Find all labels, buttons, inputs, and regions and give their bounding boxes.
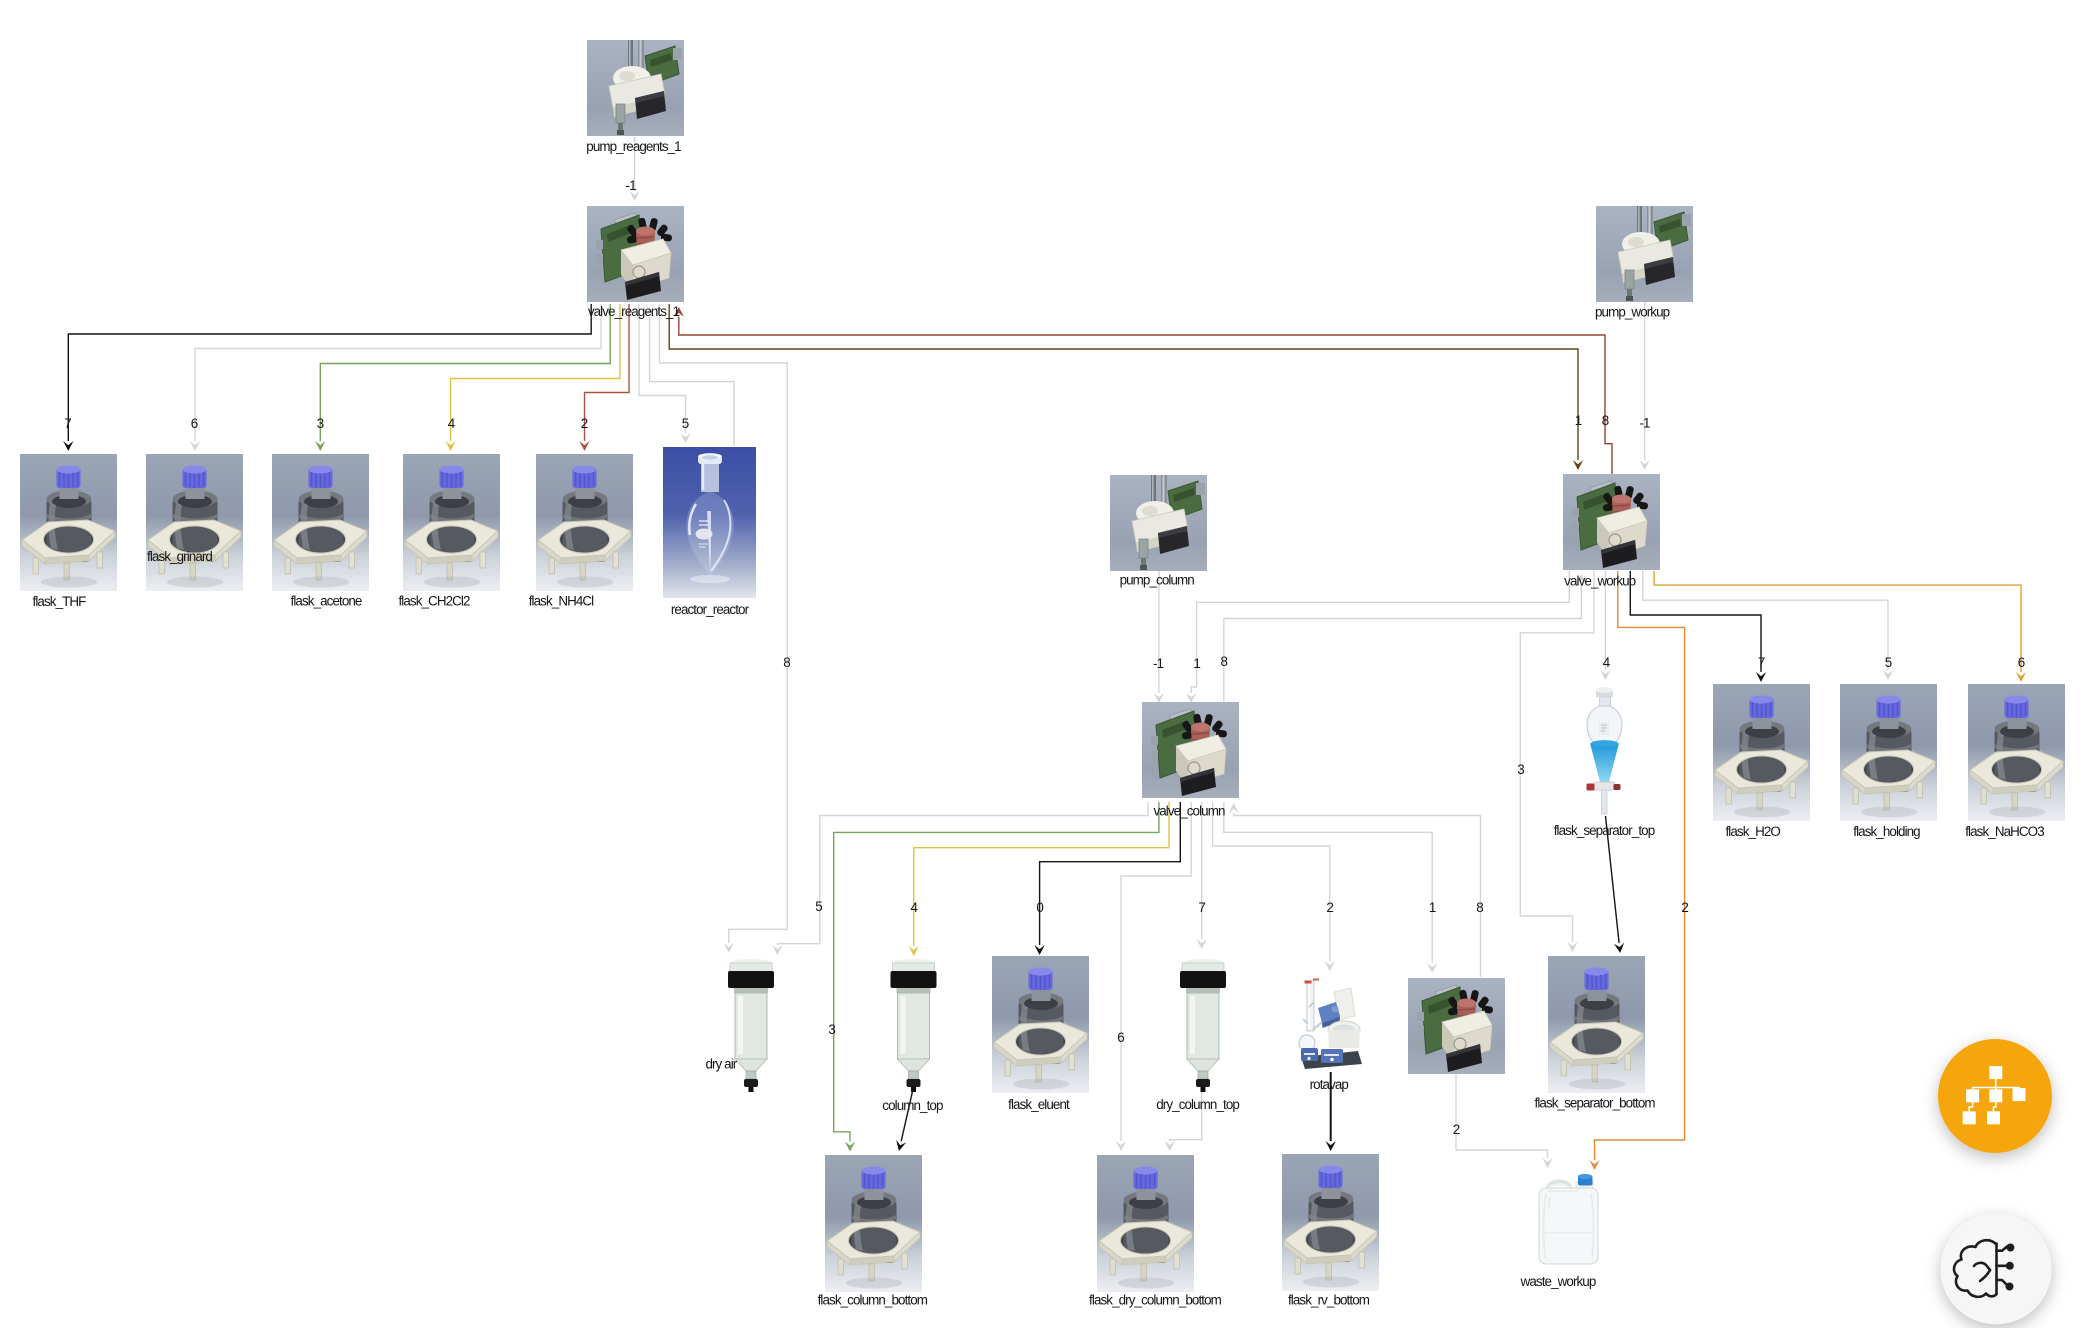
- svg-text:8: 8: [1476, 900, 1483, 915]
- svg-text:flask_acetone: flask_acetone: [291, 594, 362, 609]
- svg-text:8: 8: [1221, 654, 1228, 669]
- svg-text:0: 0: [1036, 900, 1043, 915]
- svg-text:2: 2: [1681, 900, 1688, 915]
- svg-text:3: 3: [828, 1022, 835, 1037]
- svg-text:7: 7: [64, 416, 71, 431]
- svg-text:6: 6: [191, 416, 198, 431]
- svg-text:flask_eluent: flask_eluent: [1008, 1097, 1070, 1112]
- svg-text:valve_workup: valve_workup: [1564, 574, 1636, 589]
- svg-text:6: 6: [1117, 1030, 1124, 1045]
- svg-text:flask_dry_column_bottom: flask_dry_column_bottom: [1089, 1293, 1222, 1308]
- svg-text:flask_H2O: flask_H2O: [1725, 824, 1780, 839]
- svg-text:flask_NaHCO3: flask_NaHCO3: [1965, 824, 2044, 839]
- svg-text:-1: -1: [626, 178, 637, 193]
- svg-text:pump_reagents_1: pump_reagents_1: [586, 139, 681, 154]
- svg-text:-1: -1: [1639, 416, 1650, 431]
- svg-text:flask_column_bottom: flask_column_bottom: [818, 1293, 928, 1308]
- svg-text:3: 3: [1517, 762, 1524, 777]
- svg-text:3: 3: [317, 416, 324, 431]
- svg-text:2: 2: [581, 416, 588, 431]
- svg-text:valve_column: valve_column: [1153, 804, 1225, 819]
- svg-text:-1: -1: [1153, 656, 1164, 671]
- svg-text:5: 5: [682, 416, 689, 431]
- svg-text:8: 8: [1602, 413, 1609, 428]
- svg-text:1: 1: [1193, 656, 1200, 671]
- svg-text:flask_separator_bottom: flask_separator_bottom: [1535, 1096, 1656, 1111]
- svg-text:7: 7: [1198, 900, 1205, 915]
- svg-text:6: 6: [2018, 655, 2025, 670]
- svg-text:4: 4: [1603, 655, 1611, 670]
- svg-text:flask_rv_bottom: flask_rv_bottom: [1288, 1293, 1370, 1308]
- svg-text:column_top: column_top: [882, 1098, 943, 1113]
- svg-text:dry_column_top: dry_column_top: [1156, 1097, 1239, 1112]
- svg-text:2: 2: [1326, 900, 1333, 915]
- svg-text:flask_NH4Cl: flask_NH4Cl: [529, 594, 594, 609]
- svg-text:flask_holding: flask_holding: [1853, 824, 1920, 839]
- svg-text:flask_CH2Cl2: flask_CH2Cl2: [398, 594, 470, 609]
- svg-text:5: 5: [1885, 655, 1892, 670]
- svg-text:reactor_reactor: reactor_reactor: [671, 602, 750, 617]
- svg-text:pump_column: pump_column: [1120, 573, 1195, 588]
- svg-text:1: 1: [1575, 413, 1582, 428]
- svg-text:flask_THF: flask_THF: [33, 594, 87, 609]
- svg-text:2: 2: [1453, 1122, 1460, 1137]
- svg-text:4: 4: [911, 900, 919, 915]
- svg-text:waste_workup: waste_workup: [1520, 1274, 1596, 1289]
- svg-text:dry air: dry air: [705, 1057, 737, 1072]
- svg-text:rotavap: rotavap: [1310, 1077, 1349, 1092]
- svg-text:1: 1: [1429, 900, 1436, 915]
- svg-text:pump_workup: pump_workup: [1595, 305, 1670, 320]
- svg-text:8: 8: [783, 655, 790, 670]
- svg-text:flask_grinard: flask_grinard: [147, 549, 212, 564]
- svg-text:5: 5: [815, 899, 822, 914]
- svg-text:valve_reagents_1: valve_reagents_1: [588, 304, 680, 319]
- svg-text:4: 4: [448, 416, 456, 431]
- svg-text:7: 7: [1758, 655, 1765, 670]
- svg-text:flask_separator_top: flask_separator_top: [1554, 823, 1655, 838]
